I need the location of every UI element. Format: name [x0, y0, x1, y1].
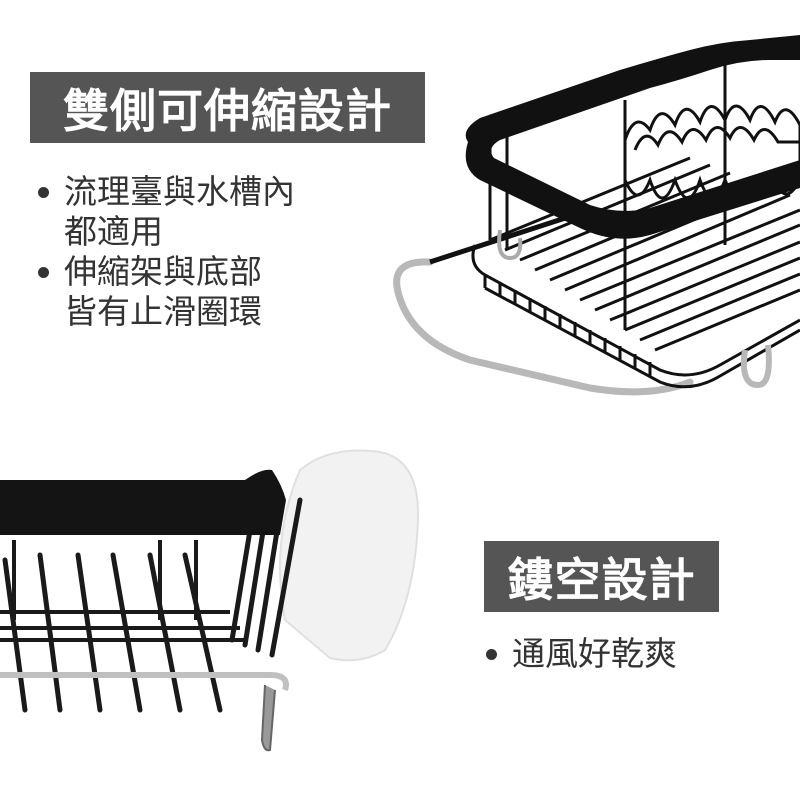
bullet-icon	[486, 649, 497, 660]
feature-text: 流理臺與水槽內	[64, 172, 295, 211]
dish-rack-extended-icon	[393, 35, 800, 396]
section-title-text: 雙側可伸縮設計	[63, 83, 392, 138]
section-title-extendable-design: 雙側可伸縮設計	[30, 72, 425, 143]
bullet-icon	[38, 187, 49, 198]
feature-text: 皆有止滑圈環	[64, 292, 262, 331]
feature-item: 流理臺與水槽內 都適用	[32, 172, 295, 252]
feature-text: 通風好乾爽	[512, 634, 677, 673]
section-title-hollow-design: 鏤空設計	[484, 541, 719, 612]
section-title-text: 鏤空設計	[507, 552, 696, 607]
feature-item: 通風好乾爽	[480, 634, 677, 674]
dish-rack-side-with-glass-icon	[0, 449, 420, 752]
feature-item: 伸縮架與底部 皆有止滑圈環	[32, 252, 295, 332]
feature-text: 都適用	[64, 212, 163, 251]
bullet-icon	[38, 267, 49, 278]
feature-text: 伸縮架與底部	[64, 252, 262, 291]
feature-list-hollow: 通風好乾爽	[480, 634, 677, 674]
feature-list-extendable: 流理臺與水槽內 都適用 伸縮架與底部 皆有止滑圈環	[32, 172, 295, 332]
